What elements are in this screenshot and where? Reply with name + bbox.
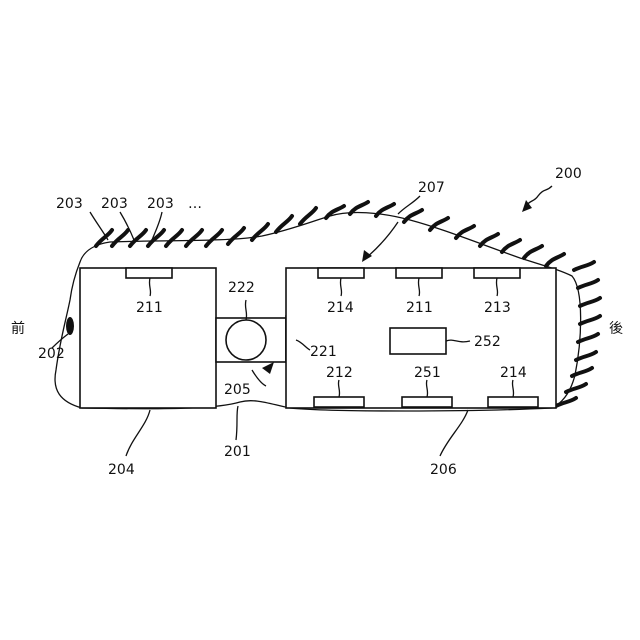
rear-sensor-bottom-mid: [402, 397, 452, 407]
rear-sensor-bottom-left: [314, 397, 364, 407]
label-rear: 後: [609, 321, 623, 337]
front-unit-box: [80, 268, 216, 408]
label-214-bottom: 214: [500, 365, 527, 381]
label-222: 222: [228, 280, 255, 296]
label-252: 252: [474, 334, 501, 350]
label-203-a: 203: [56, 196, 83, 212]
label-204: 204: [108, 462, 135, 478]
inner-box: [390, 328, 446, 354]
joint-circle: [226, 320, 266, 360]
rear-sensor-top-mid: [396, 268, 442, 278]
label-fur-ellipsis: …: [188, 196, 202, 212]
label-202: 202: [38, 346, 65, 362]
label-213: 213: [484, 300, 511, 316]
label-203-b: 203: [101, 196, 128, 212]
rear-sensor-top-right: [474, 268, 520, 278]
label-201: 201: [224, 444, 251, 460]
rear-sensor-top-left: [318, 268, 364, 278]
label-211-rear: 211: [406, 300, 433, 316]
label-206: 206: [430, 462, 457, 478]
label-251: 251: [414, 365, 441, 381]
label-200: 200: [555, 166, 582, 182]
label-212: 212: [326, 365, 353, 381]
front-sensor-plate: [126, 268, 172, 278]
label-203-c: 203: [147, 196, 174, 212]
front-nub: [66, 317, 74, 335]
label-214-top: 214: [327, 300, 354, 316]
label-front: 前: [11, 320, 25, 337]
rear-sensor-bottom-right: [488, 397, 538, 407]
label-211-front: 211: [136, 300, 163, 316]
label-205: 205: [224, 382, 251, 398]
label-207: 207: [418, 180, 445, 196]
label-221: 221: [310, 344, 337, 360]
